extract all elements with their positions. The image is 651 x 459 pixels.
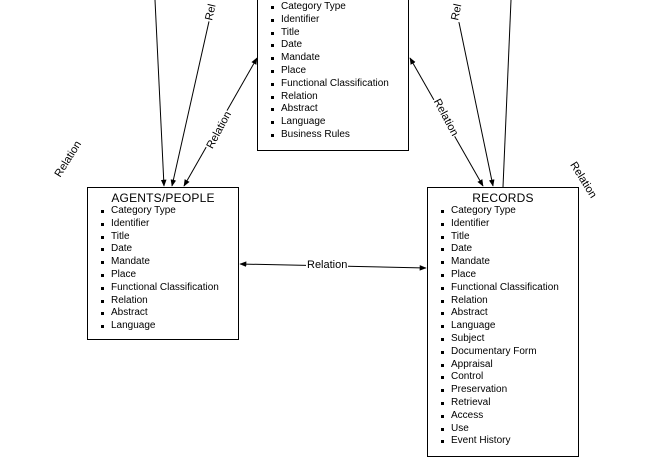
list-item: Abstract [99, 307, 238, 320]
list-item: Language [99, 320, 238, 333]
list-item: Functional Classification [99, 282, 238, 295]
top-entity-attribute-list: Category Type Identifier Title Date Mand… [258, 1, 408, 142]
list-item: Place [269, 65, 408, 78]
connector-left-outer [154, 0, 167, 187]
list-item: Functional Classification [439, 282, 578, 295]
list-item: Category Type [439, 205, 578, 218]
list-item: Language [269, 116, 408, 129]
top-entity-box: Category Type Identifier Title Date Mand… [257, 0, 409, 151]
list-item: Relation [99, 295, 238, 308]
list-item: Abstract [439, 307, 578, 320]
connector-left-inner [170, 7, 213, 187]
list-item: Identifier [439, 218, 578, 231]
list-item: Relation [269, 91, 408, 104]
list-item: Identifier [269, 14, 408, 27]
list-item: Language [439, 320, 578, 333]
list-item: Date [99, 243, 238, 256]
list-item: Functional Classification [269, 78, 408, 91]
list-item: Category Type [269, 1, 408, 14]
list-item: Access [439, 410, 578, 423]
list-item: Mandate [99, 256, 238, 269]
list-item: Preservation [439, 384, 578, 397]
list-item: Identifier [99, 218, 238, 231]
list-item: Mandate [439, 256, 578, 269]
list-item: Title [269, 27, 408, 40]
connector-right-inner [455, 7, 495, 187]
agents-attribute-list: Category Type Identifier Title Date Mand… [88, 205, 238, 333]
agents-people-title: AGENTS/PEOPLE [111, 191, 215, 205]
agents-people-box: AGENTS/PEOPLE Category Type Identifier T… [87, 187, 239, 340]
list-item: Documentary Form [439, 346, 578, 359]
list-item: Subject [439, 333, 578, 346]
list-item: Abstract [269, 103, 408, 116]
records-title: RECORDS [472, 191, 534, 205]
relation-label-horizontal: Relation [306, 259, 349, 271]
list-item: Date [439, 243, 578, 256]
records-attribute-list: Category Type Identifier Title Date Mand… [428, 205, 578, 448]
list-item: Category Type [99, 205, 238, 218]
list-item: Date [269, 39, 408, 52]
connector-right-outer [502, 0, 512, 188]
list-item: Business Rules [269, 129, 408, 142]
records-box: RECORDS Category Type Identifier Title D… [427, 187, 579, 457]
list-item: Place [439, 269, 578, 282]
list-item: Title [439, 231, 578, 244]
list-item: Relation [439, 295, 578, 308]
list-item: Retrieval [439, 397, 578, 410]
list-item: Use [439, 423, 578, 436]
list-item: Place [99, 269, 238, 282]
list-item: Mandate [269, 52, 408, 65]
list-item: Control [439, 371, 578, 384]
list-item: Title [99, 231, 238, 244]
list-item: Event History [439, 435, 578, 448]
list-item: Appraisal [439, 359, 578, 372]
